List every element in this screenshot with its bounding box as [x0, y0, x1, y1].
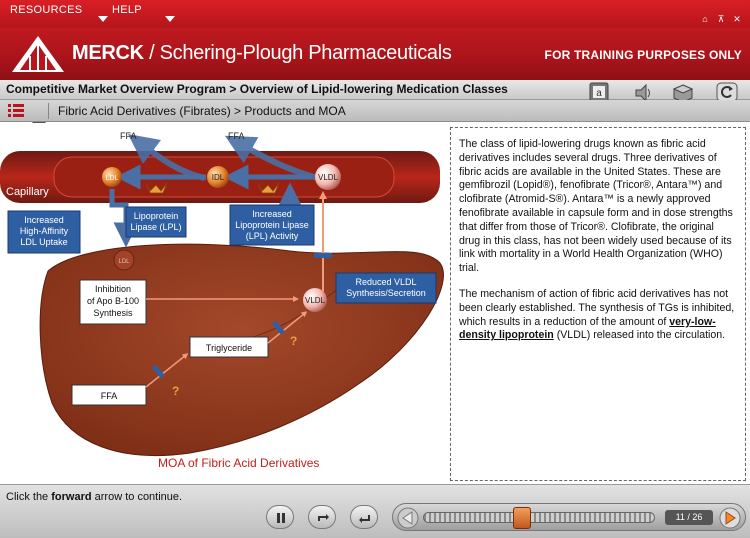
box-triglyceride: Triglyceride	[189, 336, 269, 358]
accessibility-icon[interactable]: a	[588, 82, 610, 104]
lpl-enzyme-icon	[145, 182, 280, 194]
merck-logo-icon	[12, 36, 64, 72]
page-title: Competitive Market Overview Program > Ov…	[6, 82, 508, 96]
vldl-glossary-link[interactable]: very-low-density lipoprotein	[459, 315, 716, 342]
capillary-label: Capillary	[6, 186, 49, 198]
svg-text:?: ?	[172, 384, 179, 398]
svg-text:LDL: LDL	[118, 259, 130, 265]
ldl-particle-liver	[113, 249, 135, 271]
instruction-text: Click the forward arrow to continue.	[6, 491, 183, 503]
progress-thumb[interactable]	[513, 507, 531, 529]
idl-particle	[207, 166, 229, 188]
loop-icon	[318, 514, 329, 521]
help-dropdown-icon[interactable]	[165, 16, 175, 22]
section-title: Fibric Acid Derivatives (Fibrates) > Pro…	[58, 104, 346, 118]
window-icons: ⌂ ⊼ ✕	[700, 14, 742, 24]
sitemap-icon[interactable]: ⊼	[717, 14, 725, 24]
svg-text:a: a	[596, 88, 602, 99]
brand-bar: MERCK / Schering-Plough Pharmaceuticals …	[0, 28, 750, 80]
home-icon[interactable]: ⌂	[702, 14, 708, 24]
resources-dropdown-icon[interactable]	[98, 16, 108, 22]
back-arrow-button[interactable]	[397, 507, 419, 529]
ffa-label-1: FFA	[120, 131, 137, 141]
svg-text:VLDL: VLDL	[305, 296, 326, 305]
progress-bar: 11 / 26	[392, 503, 746, 531]
paragraph-classes: The class of lipid-lowering drugs known …	[459, 138, 733, 275]
rewind-button[interactable]	[350, 505, 378, 529]
diagram-caption: MOA of Fibric Acid Derivatives	[158, 456, 319, 470]
pause-button[interactable]	[266, 505, 294, 529]
close-icon[interactable]: ✕	[733, 14, 741, 24]
subtitle-bar: Fibric Acid Derivatives (Fibrates) > Pro…	[0, 100, 750, 122]
brand-title: MERCK / Schering-Plough Pharmaceuticals	[72, 42, 452, 64]
glossary-icon[interactable]	[672, 82, 694, 104]
box-ffa: FFA	[71, 384, 147, 406]
ldl-particle	[102, 167, 122, 187]
forward-arrow-button[interactable]	[719, 507, 741, 529]
progress-track[interactable]	[423, 507, 655, 529]
divider	[48, 103, 49, 119]
pause-icon	[277, 513, 285, 523]
svg-text:?: ?	[290, 334, 297, 348]
svg-text:LDL: LDL	[106, 175, 119, 182]
bottom-nav-bar: Click the forward arrow to continue. 11 …	[0, 484, 750, 538]
paragraph-mechanism: The mechanism of action of fibric acid d…	[459, 287, 735, 342]
menu-help[interactable]: HELP	[112, 4, 142, 16]
top-menu-bar: RESOURCES HELP ⌂ ⊼ ✕	[0, 0, 750, 28]
training-notice: FOR TRAINING PURPOSES ONLY	[544, 48, 742, 62]
ffa-label-2: FFA	[228, 131, 245, 141]
loop-button[interactable]	[308, 505, 336, 529]
title-bar: Competitive Market Overview Program > Ov…	[0, 80, 750, 103]
svg-text:Triglyceride: Triglyceride	[206, 343, 252, 353]
svg-text:IDL: IDL	[212, 173, 225, 182]
page-counter: 11 / 26	[665, 510, 713, 525]
rewind-icon	[359, 515, 370, 523]
svg-text:FFA: FFA	[101, 391, 118, 401]
svg-text:VLDL: VLDL	[318, 173, 339, 182]
menu-resources[interactable]: RESOURCES	[10, 4, 83, 16]
menu-grid-icon[interactable]	[8, 104, 24, 118]
moa-diagram: Capillary FFA FFA LDL IDL VLDL LDL Incre…	[0, 123, 450, 483]
content-text-panel: The class of lipid-lowering drugs known …	[450, 127, 746, 481]
vldl-particle-liver	[303, 288, 327, 312]
vldl-particle-top	[315, 164, 341, 190]
